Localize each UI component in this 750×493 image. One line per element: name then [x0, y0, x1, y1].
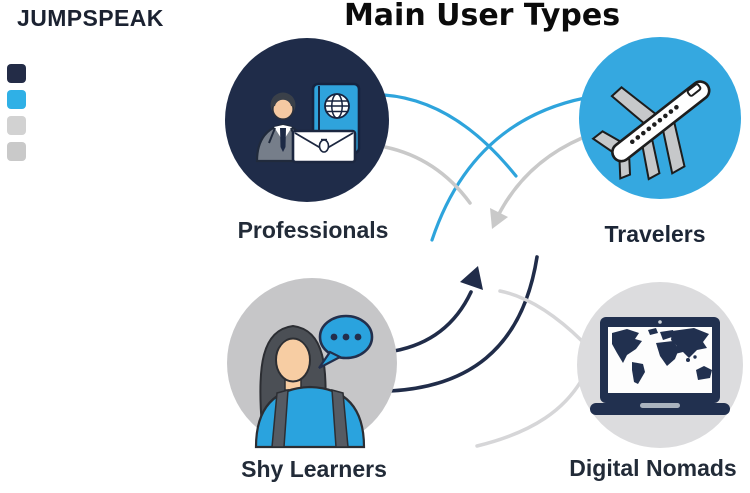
- arrow-shylearners-sweep: [388, 255, 539, 393]
- legend-swatch-light-gray: [7, 142, 26, 161]
- arrow-nomads-sweep: [475, 374, 586, 448]
- connector-arrows: [382, 93, 587, 448]
- arrow-professionals-gray: [383, 145, 472, 205]
- arrow-nomads-up: [498, 289, 584, 343]
- label-digital-nomads: Digital Nomads: [569, 455, 737, 481]
- gray-arrowhead-icon: [490, 208, 508, 229]
- arrow-travelers-out: [430, 96, 587, 242]
- world-map: [612, 328, 712, 384]
- node-professionals: [225, 38, 389, 202]
- face: [275, 337, 311, 383]
- laptop-base: [590, 403, 730, 415]
- node-digital-nomads: [577, 282, 743, 448]
- label-professionals: Professionals: [237, 217, 389, 243]
- envelope-icon: [291, 129, 357, 164]
- label-travelers: Travelers: [604, 221, 706, 247]
- navy-arrowhead-icon: [460, 266, 483, 290]
- laptop-world-map-icon: [590, 317, 730, 415]
- node-shy-learners: [227, 278, 397, 449]
- page-title: Main User Types: [343, 0, 621, 33]
- color-legend: [7, 64, 26, 161]
- node-travelers: [579, 37, 741, 199]
- airplane-icon: [591, 80, 711, 181]
- legend-swatch-light-blue: [7, 90, 26, 109]
- arrow-travelers-gray: [493, 136, 584, 224]
- label-shy-learners: Shy Learners: [241, 456, 387, 482]
- arrow-shylearners-up: [392, 290, 473, 353]
- plane-windows: [629, 104, 679, 145]
- professionals-circle: [225, 38, 389, 202]
- arrow-professionals-out: [382, 93, 518, 178]
- woman-speech-bubble-icon: [254, 314, 374, 449]
- jumpspeak-logo: JUMPSPEAK: [17, 5, 164, 31]
- legend-swatch-dark-navy: [7, 64, 26, 83]
- legend-swatch-gray: [7, 116, 26, 135]
- speech-bubble-icon: [318, 314, 374, 369]
- businessman-passport-envelope-icon: [255, 82, 361, 164]
